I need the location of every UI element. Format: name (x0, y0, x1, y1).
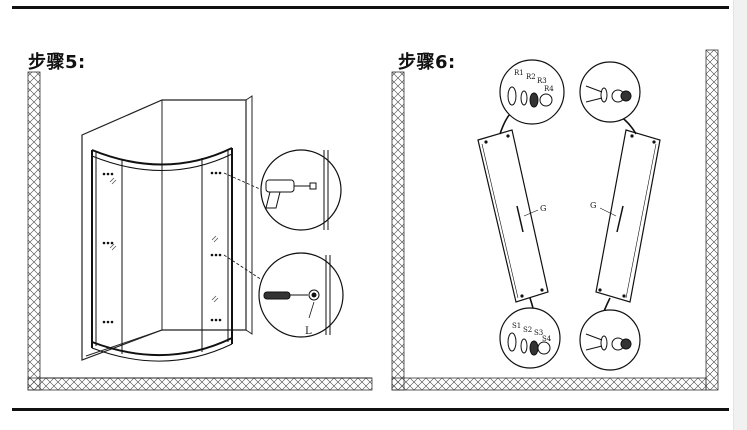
label-r2: R2 (526, 73, 536, 81)
wall-hatch-left (391, 71, 405, 391)
detail-r-circle (499, 59, 565, 125)
bottom-divider (12, 408, 729, 411)
label-g-right: G (590, 201, 596, 210)
handle-right (616, 205, 624, 233)
label-r1: R1 (514, 69, 524, 77)
handle-left (516, 205, 524, 233)
floor-hatch (391, 377, 707, 391)
label-g-left: G (540, 204, 546, 213)
top-divider (12, 6, 729, 9)
detail-top-right-circle (579, 61, 641, 123)
label-s1: S1 (512, 322, 521, 330)
shower-base-arc (91, 337, 233, 357)
step-6-illustration: G G R1 R2 R3 R4 (391, 49, 719, 391)
step-6-label: 步骤6: (398, 52, 456, 73)
label-r3: R3 (537, 77, 547, 85)
shower-top-arc (91, 147, 233, 166)
label-s3: S3 (534, 329, 543, 337)
label-s4: S4 (542, 335, 552, 343)
room-back-wall (81, 99, 247, 361)
detail-s-circle (499, 307, 561, 369)
callout-letter-l: L (305, 326, 312, 337)
drill-icon (265, 179, 317, 209)
label-s2: S2 (523, 326, 532, 334)
label-r4: R4 (544, 85, 554, 93)
step-5-illustration: L (27, 71, 373, 391)
wall-hatch-right (705, 49, 719, 391)
scrollbar[interactable] (733, 0, 747, 430)
wall-hatch-left (27, 71, 41, 391)
detail-bottom-right-circle (579, 309, 641, 371)
drill-detail-circle (260, 149, 342, 231)
glass-panel-right (595, 129, 661, 303)
floor-hatch (27, 377, 373, 391)
screwdriver-icon (263, 289, 320, 301)
step-5-label: 步骤5: (28, 52, 86, 73)
